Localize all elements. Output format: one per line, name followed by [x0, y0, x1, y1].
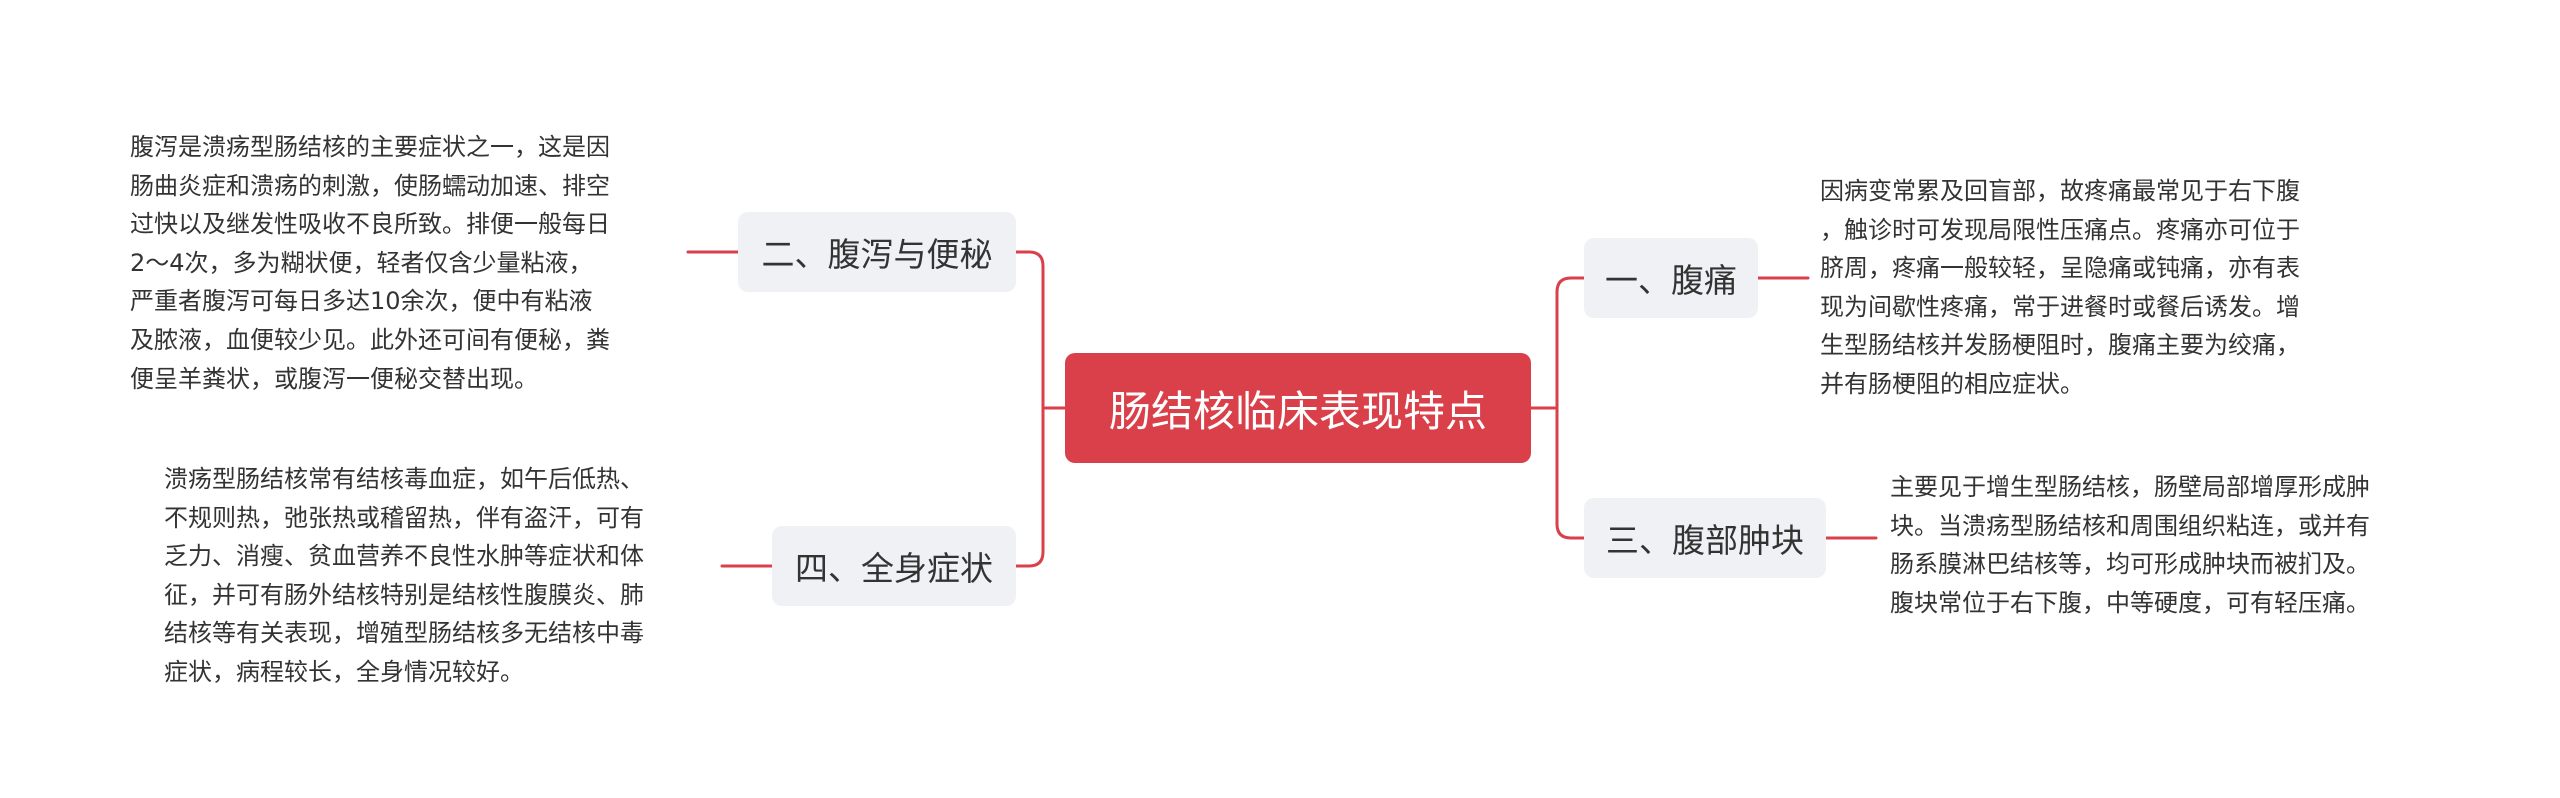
topic-systemic-symptoms[interactable]: 四、全身症状 — [772, 526, 1016, 606]
connector-to-topic-1 — [1555, 276, 1586, 410]
topic-systemic-symptoms-label: 四、全身症状 — [795, 549, 993, 588]
topic-diarrhea-constipation-label: 二、腹泻与便秘 — [761, 235, 993, 274]
root-topic-label: 肠结核临床表现特点 — [1108, 386, 1487, 436]
topic-diarrhea-constipation[interactable]: 二、腹泻与便秘 — [738, 212, 1016, 292]
topic-abdominal-mass[interactable]: 三、腹部肿块 — [1584, 498, 1826, 578]
topic-abdominal-pain-label: 一、腹痛 — [1605, 261, 1737, 300]
connector-to-topic-4 — [1014, 406, 1045, 568]
description-systemic-symptoms: 溃疡型肠结核常有结核毒血症，如午后低热、 不规则热，弛张热或稽留热，伴有盗汗，可… — [164, 465, 644, 686]
topic-abdominal-mass-label: 三、腹部肿块 — [1606, 521, 1804, 560]
description-abdominal-mass: 主要见于增生型肠结核，肠壁局部增厚形成肿 块。当溃疡型肠结核和周围组织粘连，或并… — [1890, 473, 2370, 617]
root-topic[interactable]: 肠结核临床表现特点 — [1065, 353, 1531, 463]
connector-to-topic-2 — [1014, 250, 1045, 410]
topic-abdominal-pain[interactable]: 一、腹痛 — [1584, 238, 1758, 318]
connector-to-topic-3 — [1555, 406, 1586, 540]
description-abdominal-pain: 因病变常累及回盲部，故疼痛最常见于右下腹 ，触诊时可发现局限性压痛点。疼痛亦可位… — [1820, 177, 2300, 398]
description-diarrhea-constipation: 腹泻是溃疡型肠结核的主要症状之一，这是因 肠曲炎症和溃疡的刺激，使肠蠕动加速、排… — [130, 133, 610, 393]
